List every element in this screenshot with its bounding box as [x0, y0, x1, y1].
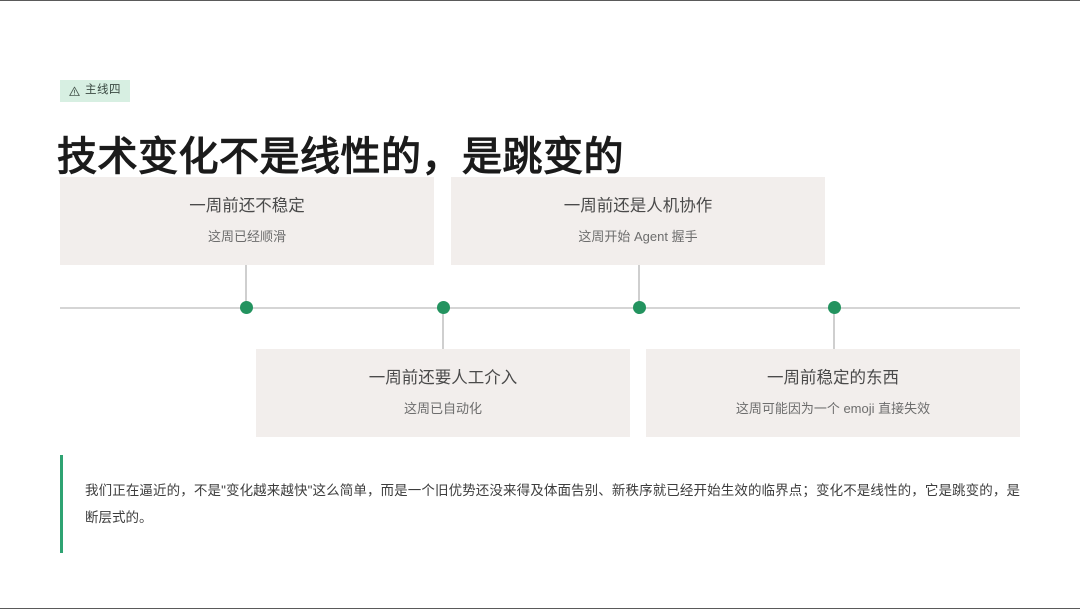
- timeline-card-title: 一周前还不稳定: [189, 196, 305, 215]
- timeline-card-subtitle: 这周已经顺滑: [207, 229, 286, 245]
- timeline-card[interactable]: 一周前稳定的东西 这周可能因为一个 emoji 直接失效: [646, 349, 1020, 437]
- timeline-card-title: 一周前还是人机协作: [563, 196, 713, 215]
- timeline-node-dot[interactable]: [239, 301, 253, 314]
- timeline-card-title: 一周前还要人工介入: [368, 368, 518, 387]
- timeline-stem: [245, 265, 247, 307]
- timeline-stem: [833, 307, 835, 349]
- timeline-node-dot[interactable]: [827, 301, 841, 314]
- section-badge: 主线四: [60, 80, 130, 102]
- timeline-node-dot[interactable]: [632, 301, 646, 314]
- timeline-stem: [638, 265, 640, 307]
- section-badge-label: 主线四: [85, 84, 121, 97]
- timeline-card-subtitle: 这周已自动化: [403, 401, 482, 417]
- timeline-card-subtitle: 这周开始 Agent 握手: [578, 229, 698, 245]
- summary-text: 我们正在逼近的，不是"变化越来越快"这么简单，而是一个旧优势还没来得及体面告别、…: [85, 482, 1020, 526]
- timeline-stem: [442, 307, 444, 349]
- timeline-card-subtitle: 这周可能因为一个 emoji 直接失效: [735, 401, 931, 417]
- timeline-node-dot[interactable]: [436, 301, 450, 314]
- summary-callout: 我们正在逼近的，不是"变化越来越快"这么简单，而是一个旧优势还没来得及体面告别、…: [60, 455, 1020, 554]
- timeline-card[interactable]: 一周前还不稳定 这周已经顺滑: [60, 177, 434, 265]
- page-title: 技术变化不是线性的，是跳变的: [57, 134, 624, 179]
- timeline-card-title: 一周前稳定的东西: [767, 368, 899, 387]
- timeline-card[interactable]: 一周前还要人工介入 这周已自动化: [256, 349, 630, 437]
- timeline-card[interactable]: 一周前还是人机协作 这周开始 Agent 握手: [451, 177, 825, 265]
- warning-triangle-icon: [69, 86, 80, 96]
- timeline-axis: [60, 307, 1020, 309]
